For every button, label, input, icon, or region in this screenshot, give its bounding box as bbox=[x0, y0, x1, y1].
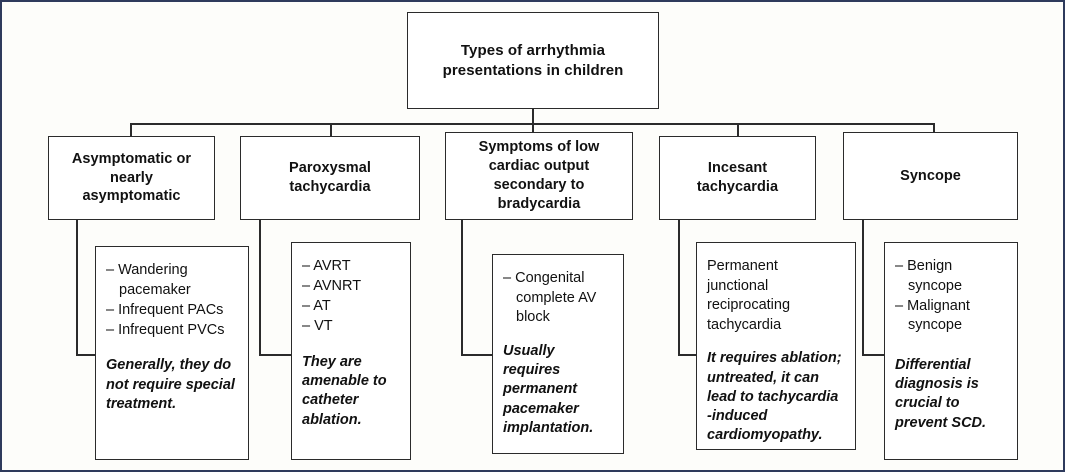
detail-list-low-cardiac-output: – Congenital complete AV block bbox=[503, 269, 613, 328]
list-item: – Benign syncope bbox=[895, 258, 963, 294]
list-item: Permanent junctional reciprocating tachy… bbox=[707, 258, 791, 333]
connector-low-cardiac-output-down bbox=[461, 218, 463, 355]
list-item: – Wandering pacemaker bbox=[106, 262, 191, 298]
detail-list-syncope: – Benign syncope – Malignant syncope bbox=[895, 257, 1007, 336]
category-label-incesant-tachycardia: Incesant tachycardia bbox=[696, 160, 779, 195]
connector-bus-to-paroxysmal bbox=[330, 123, 332, 136]
connector-paroxysmal-down bbox=[259, 218, 261, 355]
list-item: – AVRT bbox=[302, 258, 351, 274]
detail-note-paroxysmal-tachycardia: They are amenable to catheter ablation. bbox=[302, 353, 387, 428]
detail-box-incesant-tachycardia: Permanent junctional reciprocating tachy… bbox=[696, 242, 856, 450]
category-label-paroxysmal-tachycardia: Paroxysmal tachycardia bbox=[289, 160, 371, 195]
category-box-asymptomatic: Asymptomatic or nearly asymptomatic bbox=[48, 136, 215, 220]
connector-asymptomatic-right bbox=[76, 354, 96, 356]
detail-note-syncope: Differential diagnosis is crucial to pre… bbox=[895, 356, 987, 431]
detail-box-paroxysmal-tachycardia: – AVRT – AVNRT – AT – VT They are amenab… bbox=[291, 242, 411, 460]
list-item: – AVNRT bbox=[302, 278, 362, 295]
category-label-low-cardiac-output: Symptoms of low cardiac output secondary… bbox=[478, 139, 600, 212]
list-item: – VT bbox=[302, 318, 333, 335]
category-box-low-cardiac-output: Symptoms of low cardiac output secondary… bbox=[445, 132, 633, 220]
detail-list-paroxysmal-tachycardia: – AVRT – AVNRT – AT – VT bbox=[302, 257, 400, 337]
title-box-label: Types of arrhythmia presentations in chi… bbox=[442, 42, 624, 79]
connector-incesant-right bbox=[678, 354, 697, 356]
detail-list-incesant-tachycardia: Permanent junctional reciprocating tachy… bbox=[707, 257, 845, 335]
category-box-paroxysmal-tachycardia: Paroxysmal tachycardia bbox=[240, 136, 420, 220]
connector-syncope-right bbox=[862, 354, 885, 356]
category-label-syncope: Syncope bbox=[900, 167, 961, 184]
connector-bus-to-low-cardiac-output bbox=[532, 123, 534, 136]
connector-low-cardiac-output-right bbox=[461, 354, 493, 356]
list-item: – Infrequent PACs bbox=[106, 301, 224, 318]
detail-list-asymptomatic: – Wandering pacemaker – Infrequent PACs … bbox=[106, 261, 238, 340]
list-item: – Infrequent PVCs bbox=[106, 321, 225, 338]
connector-bus-to-incesant bbox=[737, 123, 739, 136]
connector-bus-to-asymptomatic bbox=[130, 123, 132, 136]
detail-box-asymptomatic: – Wandering pacemaker – Infrequent PACs … bbox=[95, 246, 249, 460]
category-label-asymptomatic: Asymptomatic or nearly asymptomatic bbox=[71, 150, 192, 205]
category-box-incesant-tachycardia: Incesant tachycardia bbox=[659, 136, 816, 220]
connector-bus-to-syncope bbox=[933, 123, 935, 136]
connector-asymptomatic-down bbox=[76, 218, 78, 355]
connector-syncope-down bbox=[862, 218, 864, 355]
detail-box-syncope: – Benign syncope – Malignant syncope Dif… bbox=[884, 242, 1018, 460]
list-item: – Malignant syncope bbox=[895, 297, 970, 334]
connector-title-down bbox=[532, 108, 534, 124]
list-item: – Congenital complete AV block bbox=[503, 270, 597, 326]
connector-incesant-down bbox=[678, 218, 680, 355]
connector-paroxysmal-right bbox=[259, 354, 292, 356]
detail-note-low-cardiac-output: Usually requires permanent pacemaker imp… bbox=[503, 342, 594, 436]
detail-note-asymptomatic: Generally, they do not require special t… bbox=[106, 357, 235, 412]
title-box: Types of arrhythmia presentations in chi… bbox=[407, 12, 659, 109]
detail-note-incesant-tachycardia: It requires ablation; untreated, it can … bbox=[707, 350, 842, 444]
category-box-syncope: Syncope bbox=[843, 132, 1018, 220]
detail-box-low-cardiac-output: – Congenital complete AV block Usually r… bbox=[492, 254, 624, 454]
list-item: – AT bbox=[302, 298, 331, 315]
